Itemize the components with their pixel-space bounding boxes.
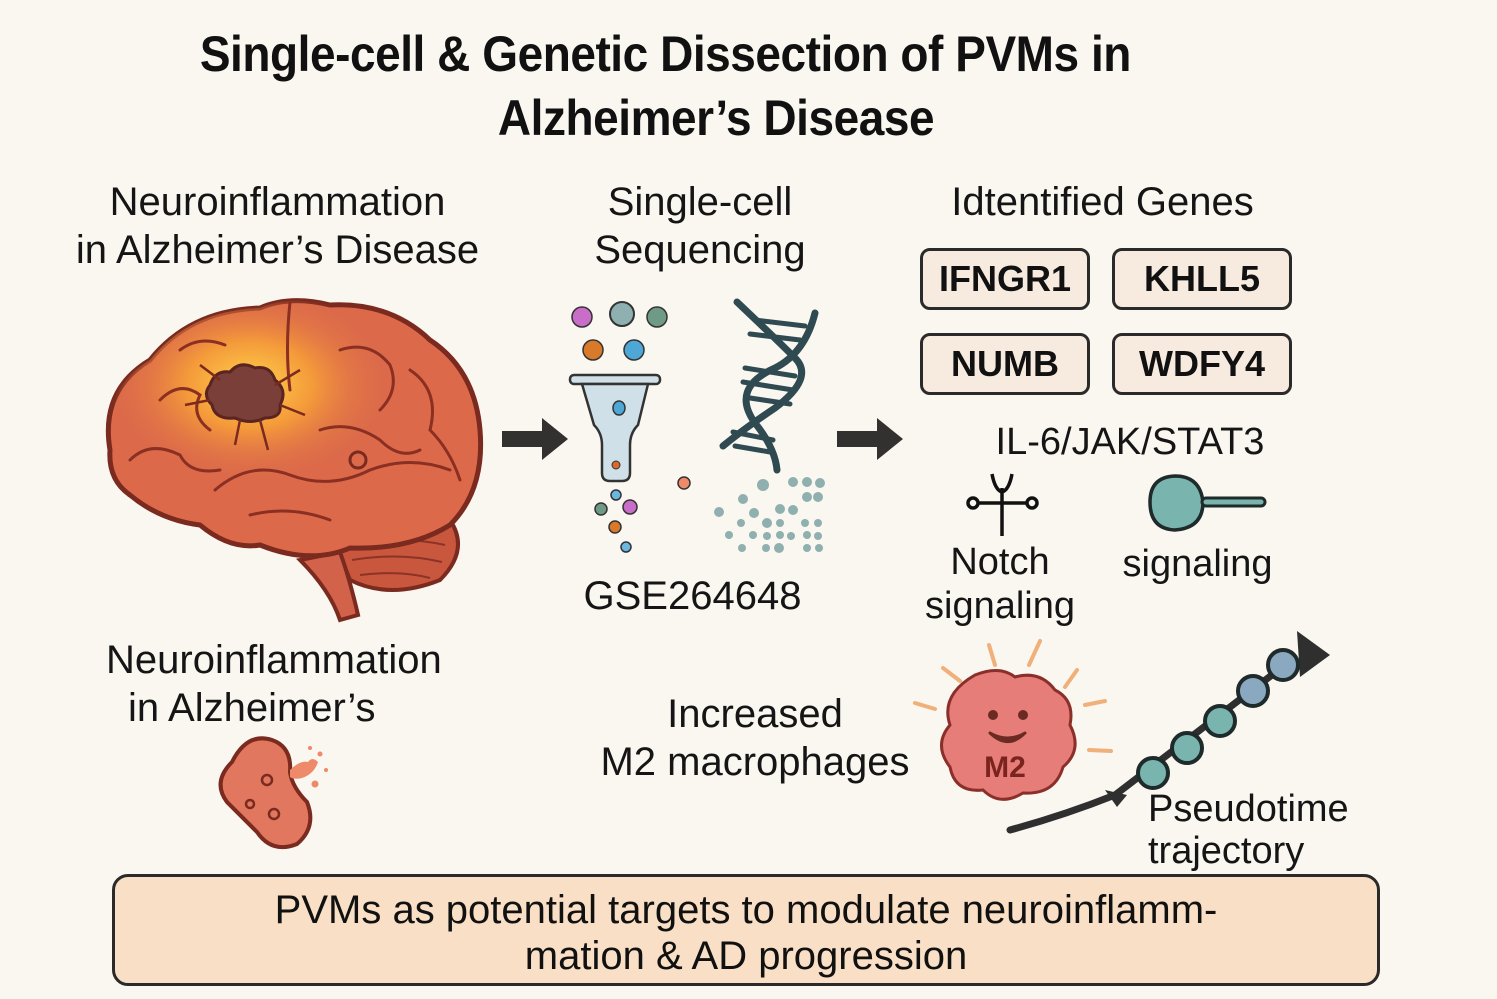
neuro-bottom-label: Neuroinflammation in Alzheimer’s (90, 636, 485, 732)
sequencing-label-line-2: Sequencing (594, 228, 806, 272)
cluster-dot (815, 478, 825, 488)
gene-box-numb: NUMB (920, 333, 1090, 395)
neuro-label-line-2: in Alzheimer’s Disease (75, 228, 480, 272)
cluster-dot (814, 532, 822, 540)
sequencing-label-line-1: Single-cell (607, 180, 793, 224)
cluster-dot (802, 477, 812, 487)
cluster-dot (801, 519, 809, 527)
il6-pathway-label: IL-6/JAK/STAT3 (995, 421, 1265, 463)
cluster-dot (813, 492, 823, 502)
m2-label-line-2: M2 macrophages (600, 740, 910, 784)
cluster-dot (725, 531, 733, 539)
conclusion-line-1: PVMs as potential targets to modulate ne… (274, 888, 1218, 932)
cluster-dot (749, 508, 759, 518)
notch-label-line-1: Notch (950, 541, 1050, 583)
cluster-dot (774, 543, 784, 553)
m2-macrophage-icon: M2 (913, 639, 1113, 801)
gene-box-wdfy4: WDFY4 (1112, 333, 1292, 395)
m2-label-line-1: Increased (667, 692, 843, 736)
pseudotime-line-1: Pseudotime (1148, 788, 1349, 830)
il6-signaling-label: signaling (1122, 543, 1273, 585)
sequencing-section-label: Single-cell Sequencing (560, 178, 840, 274)
title-line-1: Single-cell & Genetic Dissection of PVMs… (199, 26, 1132, 82)
stat3-signaling-icon (1148, 474, 1267, 532)
cells-funnel-icon (568, 301, 691, 553)
pseudotime-trajectory-icon (1006, 631, 1330, 834)
conclusion-box: PVMs as potential targets to modulate ne… (112, 874, 1380, 986)
cluster-dot (738, 544, 746, 552)
cluster-dot (737, 519, 745, 527)
cluster-dot (815, 544, 823, 552)
cluster-dot (757, 479, 769, 491)
gene-box-khll5: KHLL5 (1112, 248, 1292, 310)
page-title: Single-cell & Genetic Dissection of PVMs… (54, 22, 1278, 150)
flow-arrow-2 (837, 418, 903, 460)
notch-label-line-2: signaling (925, 585, 1075, 627)
flow-arrow-1 (502, 418, 568, 460)
notch-receptor-icon (966, 473, 1039, 536)
cluster-dot (714, 507, 724, 517)
neuro-bottom-line-1: Neuroinflammation (106, 638, 442, 682)
cluster-dot (788, 505, 798, 515)
cluster-dot (802, 492, 812, 502)
cluster-dot (803, 531, 811, 539)
m2-macrophage-label: Increased M2 macrophages (585, 690, 925, 786)
genes-heading: Idtentified Genes (951, 180, 1254, 224)
neuro-section-label: Neuroinflammation in Alzheimer’s Disease (40, 178, 515, 274)
cluster-dot (787, 532, 795, 540)
cluster-dot (763, 532, 771, 540)
cluster-dot (762, 518, 772, 528)
cluster-dot (749, 531, 757, 539)
conclusion-line-2: mation & AD progression (524, 934, 968, 978)
gene-box-ifngr1: IFNGR1 (920, 248, 1090, 310)
title-line-2: Alzheimer’s Disease (497, 90, 935, 146)
neuro-bottom-line-2: in Alzheimer’s (128, 686, 376, 730)
neuro-label-line-1: Neuroinflammation (109, 180, 446, 224)
m2-badge: M2 (984, 751, 1026, 784)
cluster-dot (775, 504, 785, 514)
notch-signaling-label: Notch signaling (915, 540, 1085, 628)
dataset-id: GSE264648 (583, 574, 802, 618)
pseudotime-line-2: trajectory (1148, 830, 1305, 872)
brain-icon (105, 298, 484, 623)
cluster-dot (762, 544, 770, 552)
cluster-dot (776, 519, 784, 527)
cluster-dot (788, 477, 798, 487)
dna-helix-icon (719, 298, 819, 474)
cluster-dot (814, 519, 822, 527)
cluster-dot (738, 494, 748, 504)
pseudotime-label: Pseudotime trajectory (1148, 788, 1368, 872)
cluster-dot (776, 531, 784, 539)
cluster-dots-icon (714, 477, 825, 553)
cluster-dot (803, 544, 811, 552)
inflamed-cell-icon (218, 736, 328, 849)
